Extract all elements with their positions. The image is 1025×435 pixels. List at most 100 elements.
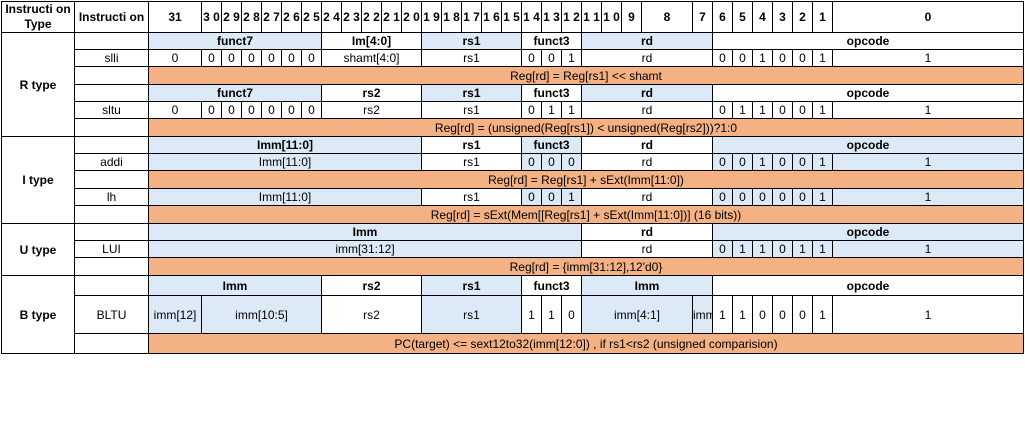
rd-cell: rd: [581, 240, 713, 258]
bit-10: 1 0: [601, 1, 622, 33]
bit-12: 1 2: [561, 1, 582, 33]
opcode-bit: 1: [832, 240, 1024, 258]
bit-25: 2 5: [301, 1, 322, 33]
field-rd: rd: [581, 32, 713, 50]
r-type-slli-row: slli 0 0 0 0 0 0 0 shamt[4:0] rs1 0 0 1 …: [2, 49, 1024, 67]
funct7-bit: 0: [241, 49, 262, 67]
bit-29: 2 9: [221, 1, 242, 33]
funct7-bit: 0: [261, 49, 282, 67]
funct3-bit: 0: [561, 295, 582, 334]
funct7-bit: 0: [221, 101, 242, 119]
opcode-bit: 0: [712, 49, 733, 67]
funct3-bit: 0: [521, 101, 542, 119]
funct7-bit: 0: [201, 101, 222, 119]
opcode-bit: 0: [712, 188, 733, 206]
opcode-bit: 1: [812, 153, 833, 171]
bit-11: 1 1: [581, 1, 602, 33]
header-row: Instructi on Type Instructi on 31 3 0 2 …: [1, 1, 1024, 33]
opcode-bit: 0: [772, 101, 793, 119]
bit-1: 1: [812, 1, 833, 33]
funct3-bit: 0: [541, 49, 562, 67]
funct3-bit: 1: [541, 101, 562, 119]
bit-16: 1 6: [481, 1, 502, 33]
bit-7: 7: [692, 1, 713, 33]
field-rs2: rs2: [321, 84, 422, 102]
funct7-bit: 0: [148, 101, 202, 119]
bit-31: 31: [148, 1, 202, 33]
imm-cell: imm[31:12]: [148, 240, 582, 258]
funct3-bit: 1: [541, 295, 562, 334]
funct7-bit: 0: [281, 49, 302, 67]
opcode-bit: 0: [772, 188, 793, 206]
blank-cell: [74, 84, 149, 102]
field-rd: rd: [581, 223, 713, 241]
opcode-bit: 1: [752, 153, 773, 171]
i-type-addi-desc-row: Reg[rd] = Reg[rs1] + sExt(Imm[11:0]): [2, 170, 1024, 189]
opcode-bit: 0: [752, 188, 773, 206]
opcode-bit: 0: [792, 153, 813, 171]
opcode-bit: 1: [832, 188, 1024, 206]
shamt-cell: shamt[4:0]: [321, 49, 422, 67]
sltu-description: Reg[rd] = (unsigned(Reg[rs1]) < unsigned…: [148, 118, 1024, 137]
funct3-bit: 0: [541, 153, 562, 171]
blank-cell: [74, 170, 149, 189]
bit-21: 2 1: [381, 1, 402, 33]
i-type-label: I type: [1, 136, 75, 224]
opcode-bit: 0: [792, 188, 813, 206]
opcode-bit: 1: [732, 240, 753, 258]
i-type-fields-row: I type Imm[11:0] rs1 funct3 rd opcode: [1, 136, 1024, 224]
field-funct3: funct3: [521, 32, 582, 50]
instr-name-sltu: sltu: [74, 101, 149, 119]
bit-4: 4: [752, 1, 773, 33]
funct7-bit: 0: [301, 49, 322, 67]
field-rs1: rs1: [421, 32, 522, 50]
bit-0: 0: [832, 1, 1024, 33]
field-imm: Imm: [148, 223, 582, 241]
opcode-bit: 1: [752, 101, 773, 119]
field-funct3: funct3: [521, 275, 582, 296]
bit-30: 3 0: [201, 1, 222, 33]
bit-20: 2 0: [401, 1, 422, 33]
r-type-slli-fields-row: R type funct7 Im[4:0] rs1 funct3 rd opco…: [1, 32, 1024, 137]
blank-cell: [74, 275, 149, 296]
bit-14: 1 4: [521, 1, 542, 33]
rs2-cell: rs2: [321, 295, 422, 334]
lui-description: Reg[rd] = {imm[31:12],12'd0}: [148, 257, 1024, 276]
bit-5: 5: [732, 1, 753, 33]
b-type-label: B type: [1, 275, 75, 354]
instr-type-header: Instructi on Type: [1, 1, 75, 33]
opcode-bit: 1: [812, 240, 833, 258]
instruction-header: Instructi on: [74, 1, 149, 33]
funct7-bit: 0: [201, 49, 222, 67]
opcode-bit: 1: [752, 49, 773, 67]
field-rd: rd: [581, 84, 713, 102]
u-type-lui-row: LUI imm[31:12] rd 0 1 1 0 1 1 1: [2, 240, 1024, 258]
bit-15: 1 5: [501, 1, 522, 33]
instr-name-addi: addi: [74, 153, 149, 171]
riscv-instruction-table: Instructi on Type Instructi on 31 3 0 2 …: [1, 1, 1024, 354]
opcode-bit: 1: [812, 188, 833, 206]
addi-description: Reg[rd] = Reg[rs1] + sExt(Imm[11:0]): [148, 170, 1024, 189]
blank-cell: [74, 118, 149, 137]
rs1-cell: rs1: [421, 101, 522, 119]
funct7-bit: 0: [301, 101, 322, 119]
imm10-5-cell: imm[10:5]: [201, 295, 322, 334]
opcode-bit: 0: [772, 49, 793, 67]
rd-cell: rd: [581, 49, 713, 67]
bit-27: 2 7: [261, 1, 282, 33]
field-rs1: rs1: [421, 136, 522, 154]
imm12-cell: imm[12]: [148, 295, 202, 334]
bit-13: 1 3: [541, 1, 562, 33]
bltu-description: PC(target) <= sext12to32(imm[12:0]) , if…: [148, 333, 1024, 354]
u-type-fields-row: U type Imm rd opcode: [1, 223, 1024, 276]
b-type-bltu-desc-row: PC(target) <= sext12to32(imm[12:0]) , if…: [2, 333, 1024, 354]
opcode-bit: 1: [792, 240, 813, 258]
imm-cell: Imm[11:0]: [148, 153, 422, 171]
field-funct7: funct7: [148, 32, 322, 50]
imm4-1-cell: imm[4:1]: [581, 295, 693, 334]
rs1-cell: rs1: [421, 49, 522, 67]
opcode-bit: 1: [812, 49, 833, 67]
u-type-lui-desc-row: Reg[rd] = {imm[31:12],12'd0}: [2, 257, 1024, 276]
funct3-bit: 1: [561, 101, 582, 119]
slli-description: Reg[rd] = Reg[rs1] << shamt: [148, 66, 1024, 85]
